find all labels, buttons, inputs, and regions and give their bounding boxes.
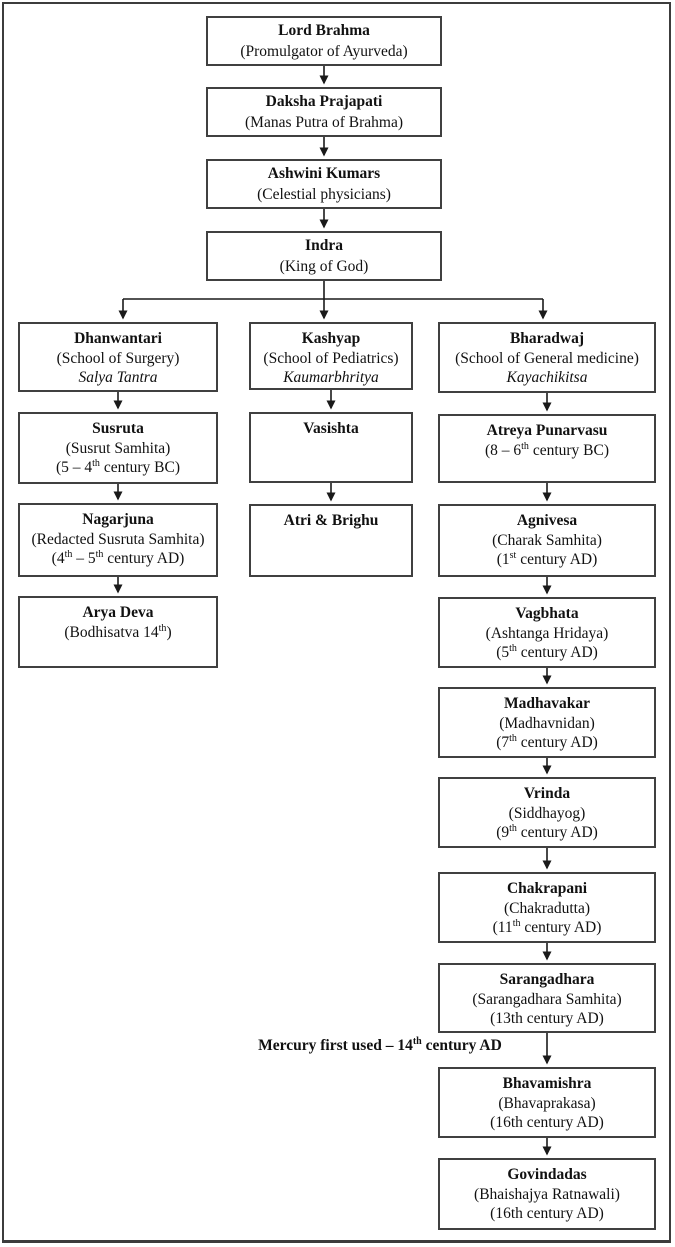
node-title: Nagarjuna bbox=[82, 511, 154, 528]
node-indra: Indra (King of God) bbox=[206, 231, 442, 281]
node-sarangadhara: Sarangadhara (Sarangadhara Samhita) (13t… bbox=[438, 963, 656, 1033]
node-nagarjuna: Nagarjuna (Redacted Susruta Samhita) (4t… bbox=[18, 503, 218, 577]
node-subtitle: (Sarangadhara Samhita) bbox=[472, 990, 622, 1008]
node-vagbhata: Vagbhata (Ashtanga Hridaya) (5th century… bbox=[438, 597, 656, 668]
node-madhavakar: Madhavakar (Madhavnidan) (7th century AD… bbox=[438, 687, 656, 758]
node-sanskrit-name: Kaumarbhritya bbox=[283, 369, 379, 386]
node-kashyap: Kashyap (School of Pediatrics) Kaumarbhr… bbox=[249, 322, 413, 390]
node-title: Dhanwantari bbox=[74, 330, 162, 347]
node-period: (16th century AD) bbox=[490, 1205, 604, 1222]
node-subtitle: (School of Pediatrics) bbox=[263, 349, 399, 367]
node-chakrapani: Chakrapani (Chakradutta) (11th century A… bbox=[438, 872, 656, 943]
node-subtitle: (King of God) bbox=[279, 257, 369, 275]
node-title: Susruta bbox=[92, 420, 144, 437]
node-title: Vagbhata bbox=[515, 605, 579, 622]
node-subtitle: (Chakradutta) bbox=[503, 899, 591, 917]
node-atreya-punarvasu: Atreya Punarvasu (8 – 6th century BC) bbox=[438, 414, 656, 483]
node-period: (5th century AD) bbox=[496, 642, 598, 661]
node-ashwini-kumars: Ashwini Kumars (Celestial physicians) bbox=[206, 159, 442, 209]
node-title: Lord Brahma bbox=[278, 22, 370, 39]
node-title: Bhavamishra bbox=[502, 1075, 592, 1092]
node-sanskrit-name: Salya Tantra bbox=[78, 369, 158, 386]
node-title: Atri & Brighu bbox=[283, 512, 379, 529]
node-subtitle: (Bodhisatva 14th) bbox=[64, 622, 172, 641]
node-subtitle: (Madhavnidan) bbox=[499, 714, 595, 732]
node-subtitle: (Bhavaprakasa) bbox=[498, 1094, 596, 1112]
node-title: Arya Deva bbox=[82, 604, 154, 621]
node-period: (8 – 6th century BC) bbox=[484, 440, 610, 459]
node-subtitle: (Manas Putra of Brahma) bbox=[245, 113, 403, 131]
node-title: Madhavakar bbox=[503, 695, 591, 712]
node-bhavamishra: Bhavamishra (Bhavaprakasa) (16th century… bbox=[438, 1067, 656, 1138]
node-subtitle: (School of Surgery) bbox=[56, 349, 180, 367]
node-subtitle: (Charak Samhita) bbox=[492, 531, 602, 549]
node-sanskrit-name: Kayachikitsa bbox=[506, 369, 588, 386]
node-subtitle: (Promulgator of Ayurveda) bbox=[240, 42, 408, 60]
node-title: Govindadas bbox=[507, 1166, 587, 1183]
node-subtitle: (Celestial physicians) bbox=[257, 185, 391, 203]
node-subtitle: (School of General medicine) bbox=[455, 349, 639, 367]
node-agnivesa: Agnivesa (Charak Samhita) (1st century A… bbox=[438, 504, 656, 577]
node-dhanwantari: Dhanwantari (School of Surgery) Salya Ta… bbox=[18, 322, 218, 392]
node-period: (4th – 5th century AD) bbox=[51, 548, 185, 567]
node-title: Chakrapani bbox=[506, 880, 588, 897]
node-vasishta: Vasishta bbox=[249, 412, 413, 483]
node-title: Vrinda bbox=[523, 785, 571, 802]
node-title: Atreya Punarvasu bbox=[486, 422, 608, 439]
node-vrinda: Vrinda (Siddhayog) (9th century AD) bbox=[438, 777, 656, 848]
node-daksha-prajapati: Daksha Prajapati (Manas Putra of Brahma) bbox=[206, 87, 442, 137]
node-govindadas: Govindadas (Bhaishajya Ratnawali) (16th … bbox=[438, 1158, 656, 1230]
node-period: (7th century AD) bbox=[496, 732, 598, 751]
node-title: Daksha Prajapati bbox=[265, 93, 383, 110]
node-title: Kashyap bbox=[301, 330, 361, 347]
node-subtitle: (Redacted Susruta Samhita) bbox=[31, 530, 205, 548]
node-period: (16th century AD) bbox=[490, 1114, 604, 1131]
node-subtitle: (Bhaishajya Ratnawali) bbox=[474, 1185, 620, 1203]
node-susruta: Susruta (Susrut Samhita) (5 – 4th centur… bbox=[18, 412, 218, 484]
node-period: (13th century AD) bbox=[490, 1010, 604, 1027]
node-lord-brahma: Lord Brahma (Promulgator of Ayurveda) bbox=[206, 16, 442, 66]
node-subtitle: (Susrut Samhita) bbox=[65, 439, 171, 457]
node-title: Bharadwaj bbox=[509, 330, 585, 347]
node-period: (11th century AD) bbox=[492, 917, 602, 936]
node-period: (5 – 4th century BC) bbox=[55, 457, 181, 476]
node-title: Indra bbox=[305, 237, 343, 254]
node-subtitle: (Ashtanga Hridaya) bbox=[485, 624, 609, 642]
node-atri-and-brighu: Atri & Brighu bbox=[249, 504, 413, 577]
node-title: Ashwini Kumars bbox=[267, 165, 381, 182]
node-title: Vasishta bbox=[303, 420, 359, 437]
node-period: (9th century AD) bbox=[496, 822, 598, 841]
node-period: (1st century AD) bbox=[496, 549, 598, 568]
node-title: Agnivesa bbox=[516, 512, 578, 529]
mercury-annotation: Mercury first used – 14th century AD bbox=[258, 1035, 502, 1054]
node-title: Sarangadhara bbox=[499, 971, 595, 988]
node-arya-deva: Arya Deva (Bodhisatva 14th) bbox=[18, 596, 218, 668]
node-subtitle: (Siddhayog) bbox=[508, 804, 586, 822]
node-bharadwaj: Bharadwaj (School of General medicine) K… bbox=[438, 322, 656, 393]
